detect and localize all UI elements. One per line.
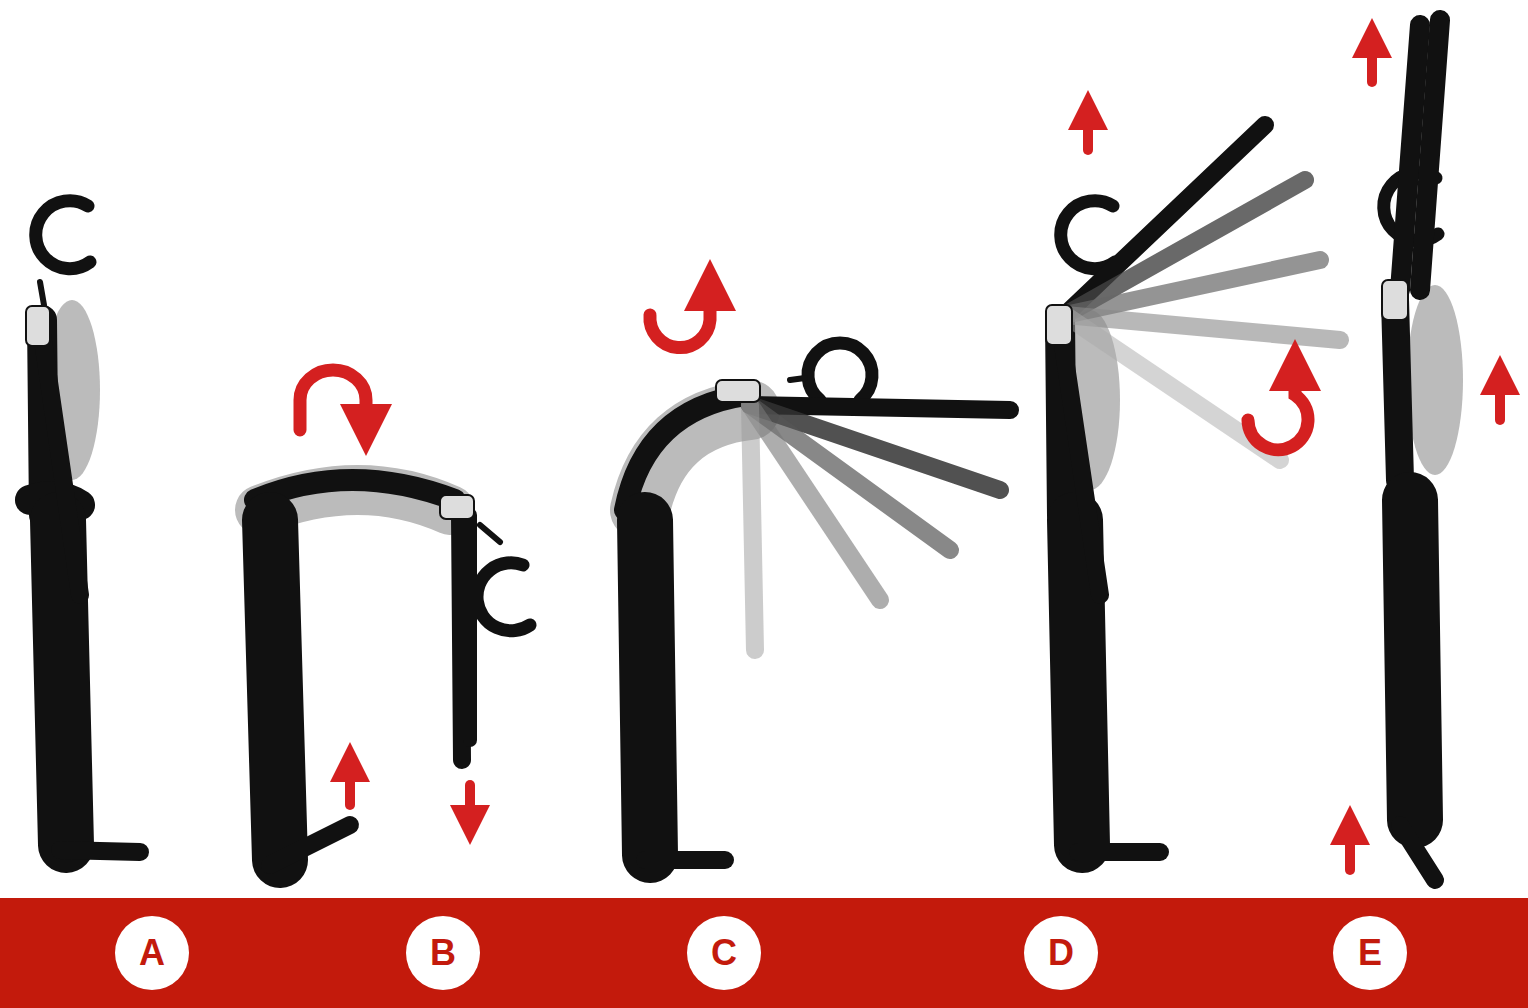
step-letter: D [1048,935,1074,971]
step-letter-circle: A [115,916,189,990]
step-letter: E [1358,935,1382,971]
figure-b [255,370,530,865]
step-letter-circle: E [1333,916,1407,990]
figure-c [625,285,1010,860]
figure-e [1350,20,1500,880]
step-letter: B [430,935,456,971]
label-band [0,898,1528,1008]
step-letter-circle: D [1024,916,1098,990]
step-letter: A [139,935,165,971]
figure-a [26,201,140,852]
figure-d [1046,110,1340,852]
step-letter: C [711,935,737,971]
step-letter-circle: C [687,916,761,990]
step-letter-circle: B [406,916,480,990]
